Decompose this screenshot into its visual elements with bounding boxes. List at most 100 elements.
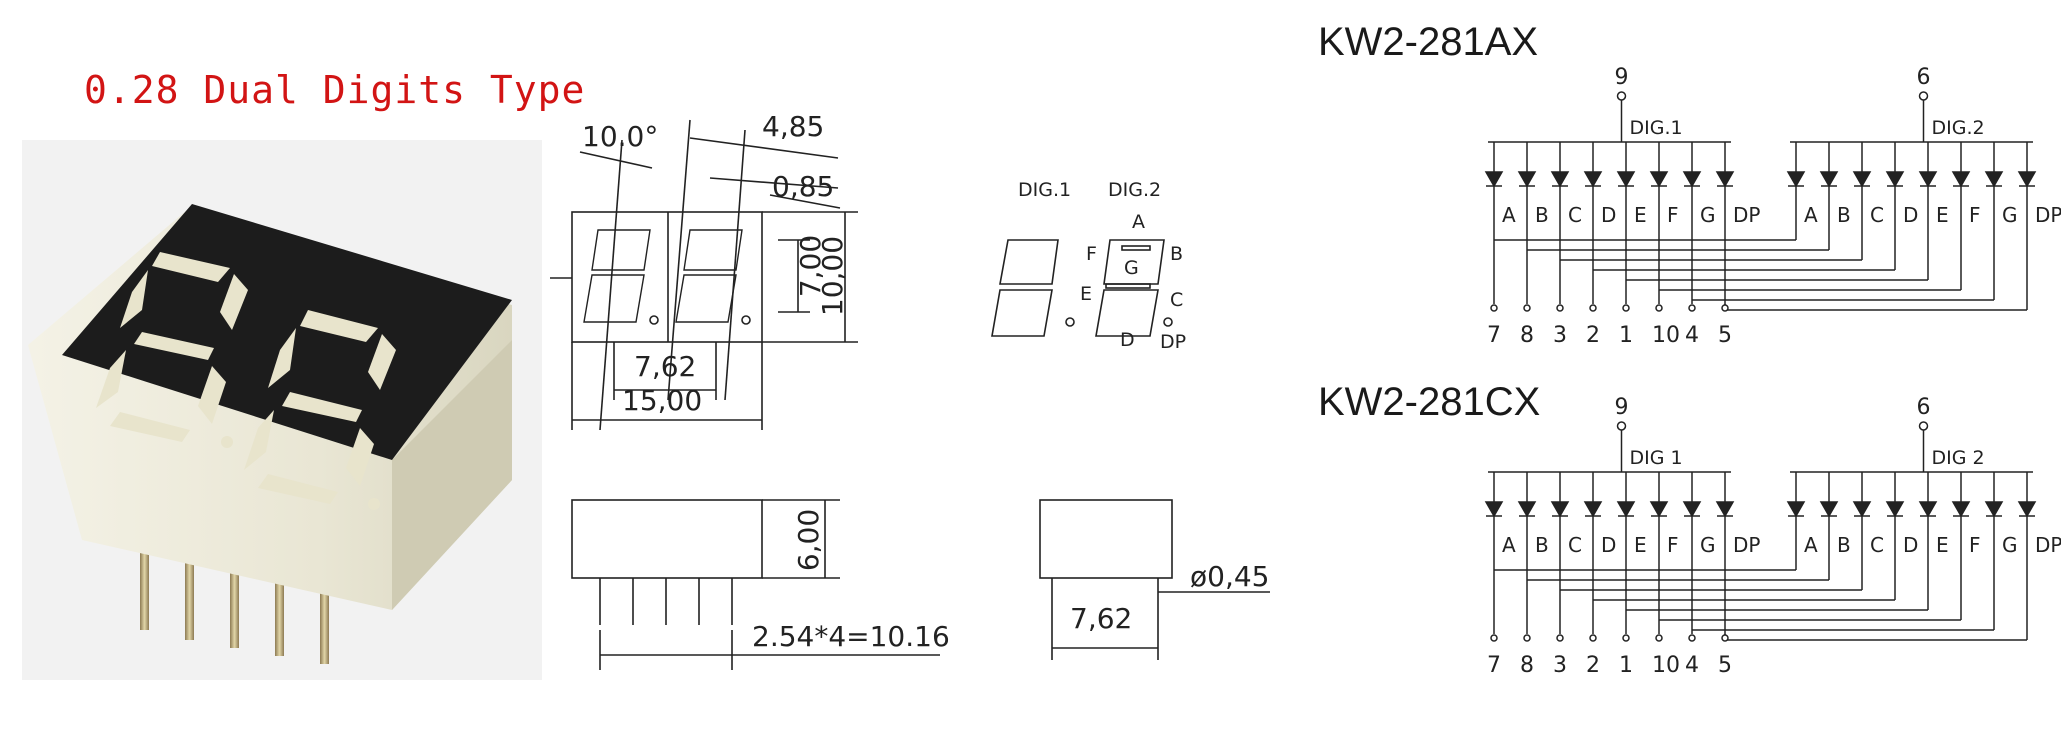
segment-label: A bbox=[1804, 203, 1818, 227]
dim-6-00: 6,00 bbox=[792, 509, 825, 571]
segment-label: F bbox=[1969, 533, 1981, 557]
common-pin-number: 6 bbox=[1917, 395, 1931, 420]
segment-label: A bbox=[1502, 203, 1516, 227]
dig-label: DIG.2 bbox=[1932, 117, 1985, 139]
segment-label: DP bbox=[2035, 533, 2061, 557]
common-pin-dot bbox=[1918, 421, 1929, 431]
diode-symbol bbox=[1484, 171, 1504, 188]
diode-symbol bbox=[1951, 171, 1971, 188]
pin-dot bbox=[1556, 304, 1564, 312]
seg-d: D bbox=[1120, 329, 1135, 351]
pin-dot bbox=[1688, 634, 1696, 642]
dim-10-00: 10,00 bbox=[816, 236, 849, 316]
segment-label: C bbox=[1568, 533, 1582, 557]
diode-symbol bbox=[1786, 171, 1806, 188]
diode-symbol bbox=[1616, 171, 1636, 188]
diode-symbol bbox=[1819, 171, 1839, 188]
diode-symbol bbox=[1918, 501, 1938, 518]
pin-number: 7 bbox=[1487, 653, 1501, 678]
pin-number: 10 bbox=[1652, 323, 1680, 348]
diode-symbol bbox=[1918, 171, 1938, 188]
segment-label: B bbox=[1535, 203, 1549, 227]
pin-dot bbox=[1523, 634, 1531, 642]
segment-label: E bbox=[1634, 533, 1647, 557]
segment-label: A bbox=[1804, 533, 1818, 557]
pin-dot bbox=[1589, 304, 1597, 312]
segment-label: G bbox=[1700, 203, 1716, 227]
dim-4-85: 4,85 bbox=[762, 110, 824, 143]
segment-label: E bbox=[1936, 533, 1949, 557]
diode-symbol bbox=[1550, 501, 1570, 518]
dig-label: DIG 1 bbox=[1630, 447, 1683, 469]
pin-dot bbox=[1655, 304, 1663, 312]
common-pin-dot bbox=[1616, 421, 1627, 431]
pin-number: 8 bbox=[1520, 323, 1534, 348]
diode-symbol bbox=[1583, 171, 1603, 188]
segment-label: B bbox=[1535, 533, 1549, 557]
segment-label: E bbox=[1936, 203, 1949, 227]
schemCX-wires bbox=[1484, 421, 2037, 642]
common-pin-dot bbox=[1918, 91, 1929, 101]
seg-f: F bbox=[1086, 243, 1097, 265]
diode-symbol bbox=[1715, 501, 1735, 518]
dim-15-00: 15,00 bbox=[622, 384, 702, 417]
segment-label: C bbox=[1568, 203, 1582, 227]
diode-symbol bbox=[1819, 501, 1839, 518]
segment-label: D bbox=[1903, 533, 1918, 557]
common-pin-number: 9 bbox=[1615, 65, 1629, 90]
diode-symbol bbox=[1583, 501, 1603, 518]
product-photo bbox=[22, 140, 542, 680]
diode-symbol bbox=[1649, 501, 1669, 518]
diode-symbol bbox=[1682, 501, 1702, 518]
diode-symbol bbox=[1484, 501, 1504, 518]
pin-number: 2 bbox=[1586, 323, 1600, 348]
dig-label: DIG.1 bbox=[1630, 117, 1683, 139]
diode-symbol bbox=[1550, 171, 1570, 188]
segment-label: DP bbox=[2035, 203, 2061, 227]
diode-symbol bbox=[1649, 171, 1669, 188]
dim-pin-spacing: 2.54*4=10.16 bbox=[752, 620, 950, 653]
segment-label: G bbox=[1700, 533, 1716, 557]
pin-dot bbox=[1655, 634, 1663, 642]
segment-label: D bbox=[1601, 533, 1616, 557]
segment-label: A bbox=[1502, 533, 1516, 557]
pin-number: 1 bbox=[1619, 323, 1633, 348]
seg-g: G bbox=[1124, 257, 1139, 279]
diode-symbol bbox=[1786, 501, 1806, 518]
dim-7-62: 7,62 bbox=[634, 350, 696, 383]
pin-dot bbox=[1688, 304, 1696, 312]
diode-symbol bbox=[1517, 171, 1537, 188]
diode-symbol bbox=[1852, 171, 1872, 188]
product-title: 0.28 Dual Digits Type bbox=[84, 68, 586, 112]
side-view bbox=[571, 499, 940, 670]
segment-label: B bbox=[1837, 203, 1851, 227]
segment-label: D bbox=[1903, 203, 1918, 227]
pin-dot bbox=[1589, 634, 1597, 642]
pin-dot bbox=[1490, 304, 1498, 312]
seg-c: C bbox=[1170, 289, 1183, 311]
pin-number: 8 bbox=[1520, 653, 1534, 678]
diode-symbol bbox=[1951, 501, 1971, 518]
seg-b: B bbox=[1170, 243, 1183, 265]
model-title-cx: KW2-281CX bbox=[1318, 380, 1541, 424]
common-pin-number: 9 bbox=[1615, 395, 1629, 420]
pin-dot bbox=[1622, 304, 1630, 312]
diode-symbol bbox=[2017, 501, 2037, 518]
pin-number: 10 bbox=[1652, 653, 1680, 678]
segment-label: D bbox=[1601, 203, 1616, 227]
common-pin-number: 6 bbox=[1917, 65, 1931, 90]
segment-label: G bbox=[2002, 203, 2018, 227]
front-view bbox=[550, 119, 858, 431]
segment-label: F bbox=[1969, 203, 1981, 227]
segment-label: C bbox=[1870, 533, 1884, 557]
diode-symbol bbox=[1885, 171, 1905, 188]
segment-label: C bbox=[1870, 203, 1884, 227]
segment-label: DP bbox=[1733, 533, 1760, 557]
pin-dot bbox=[1523, 304, 1531, 312]
pin-number: 5 bbox=[1718, 653, 1732, 678]
schemAX-wires bbox=[1484, 91, 2037, 312]
pin-number: 4 bbox=[1685, 323, 1699, 348]
segment-label: F bbox=[1667, 203, 1679, 227]
